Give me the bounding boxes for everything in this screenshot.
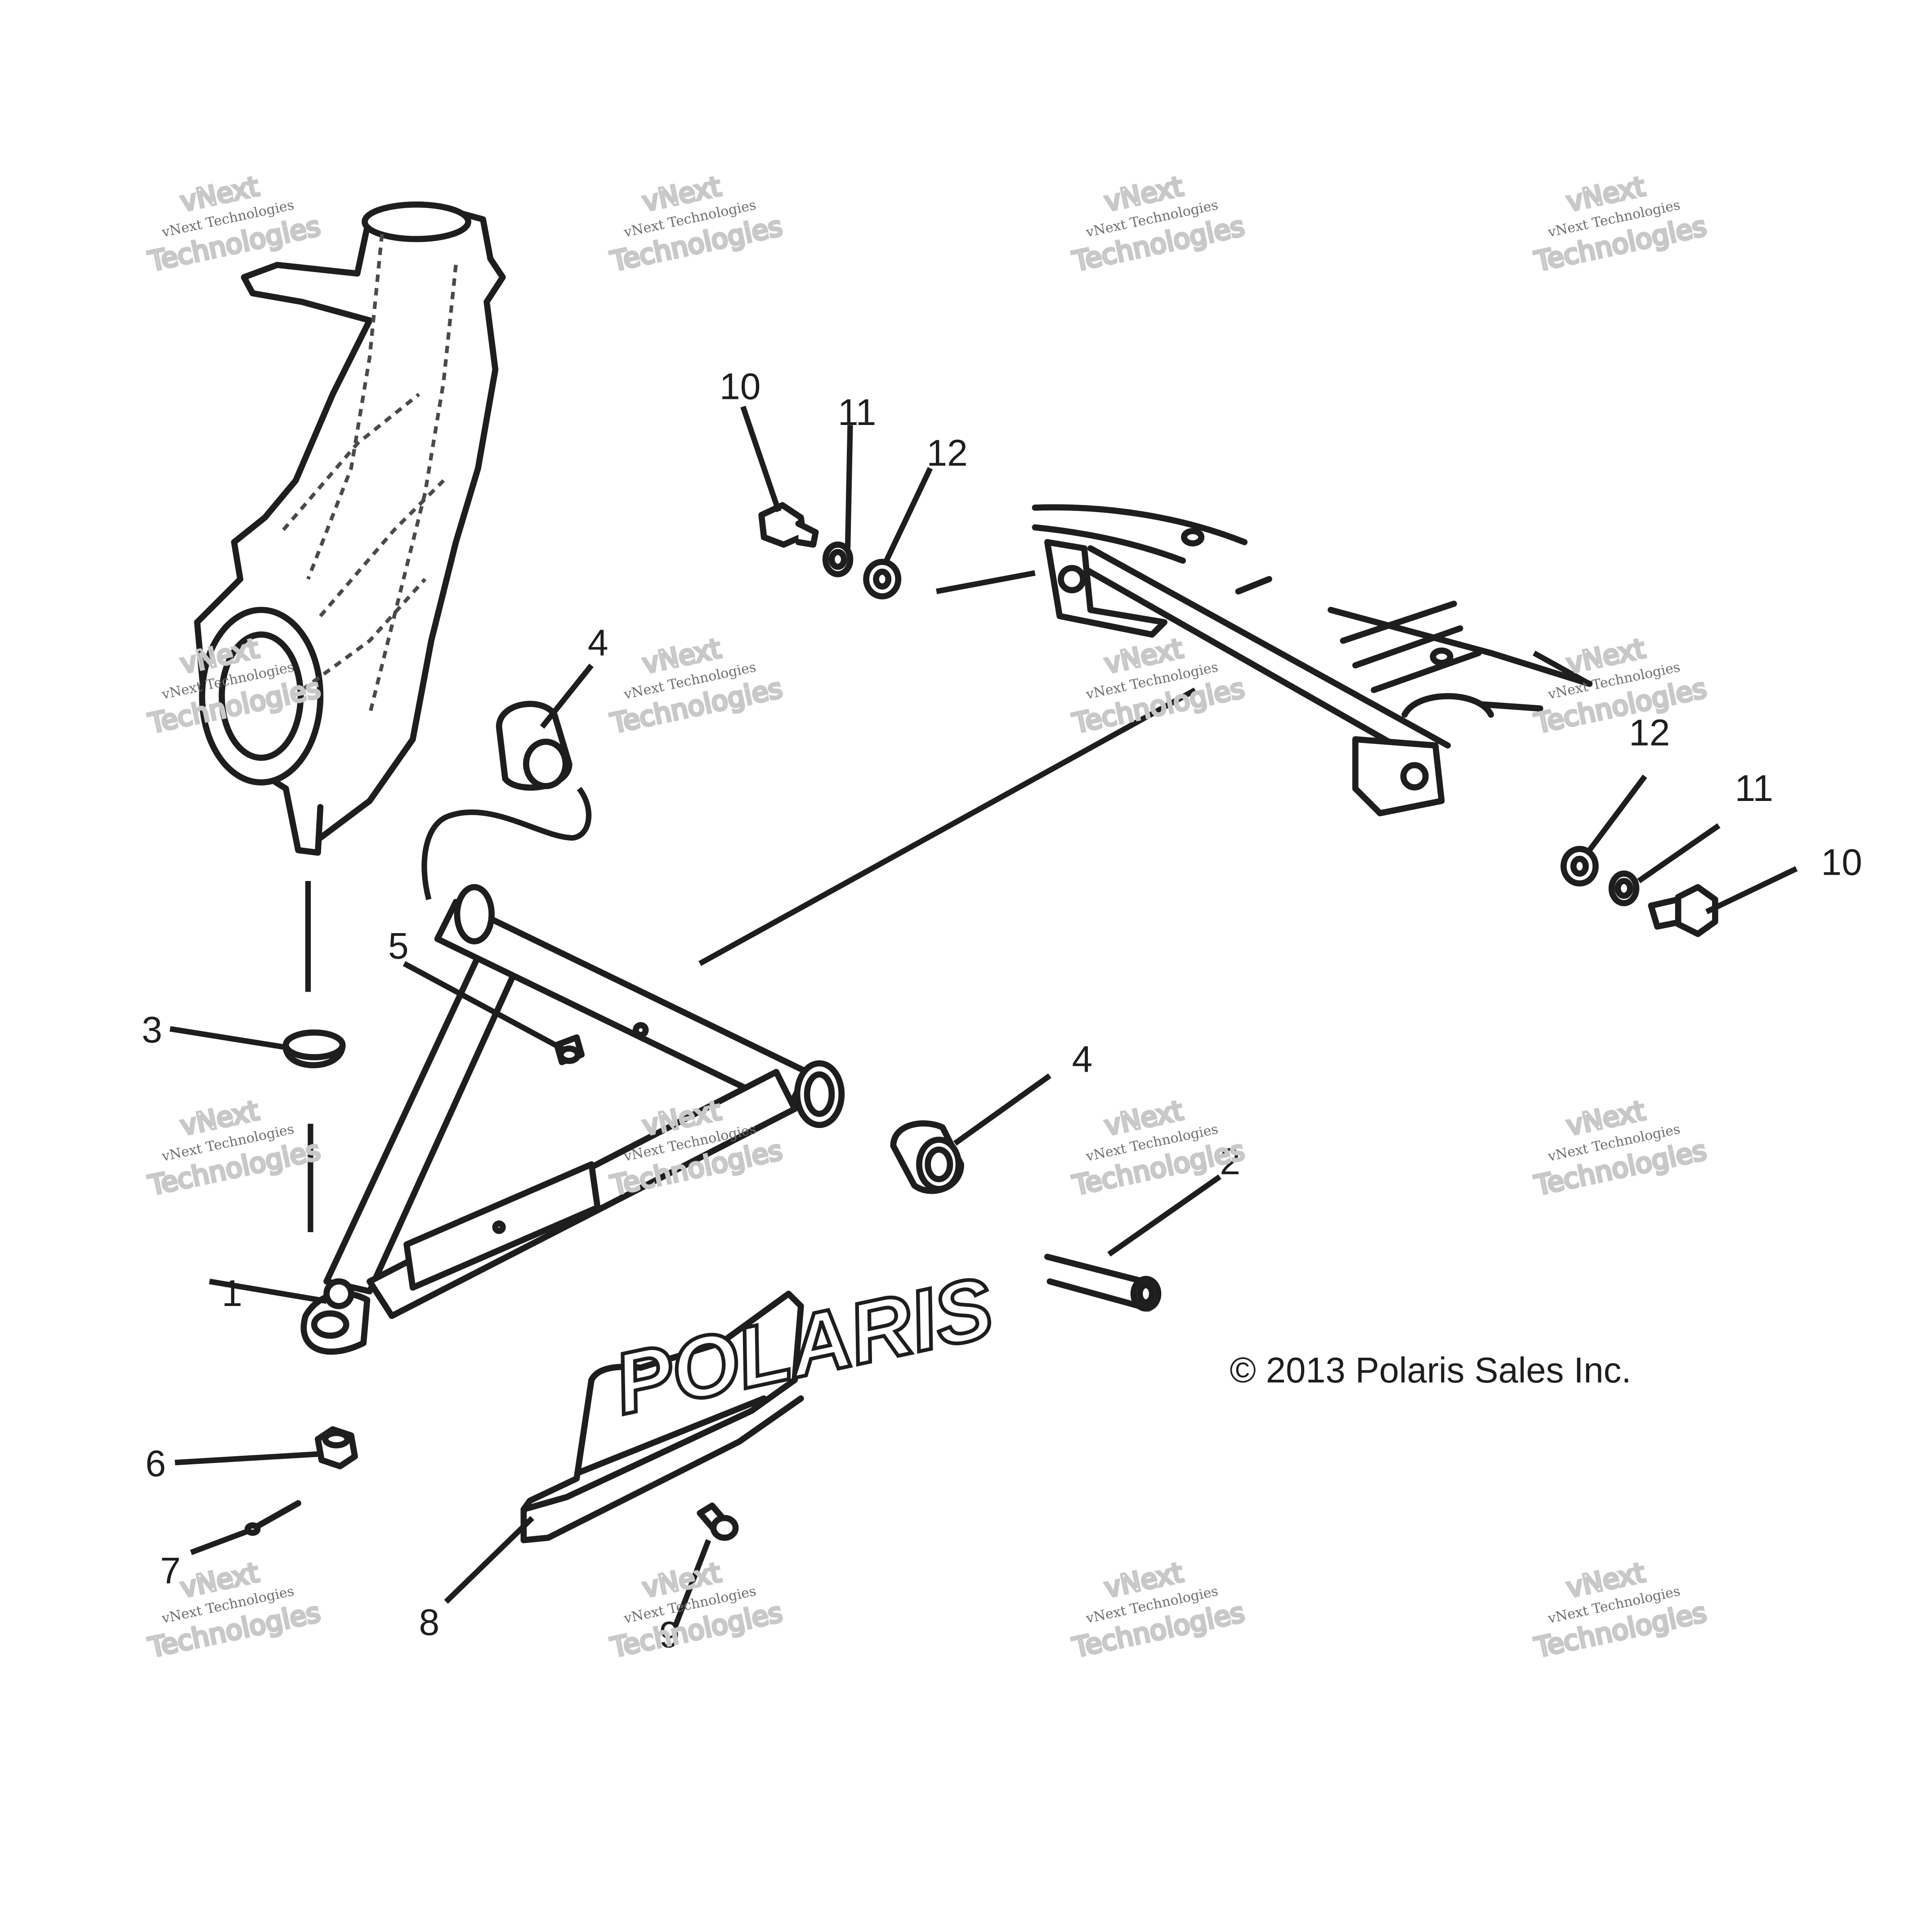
castle-nut	[315, 1426, 358, 1470]
callout-9: 9	[659, 1614, 680, 1655]
flat-washer-lower	[1560, 845, 1599, 887]
callout-8: 8	[419, 1602, 440, 1643]
grease-fitting	[554, 1034, 585, 1065]
callout-12-lower: 12	[1629, 713, 1670, 754]
callout-3: 3	[142, 1010, 162, 1051]
callout-11-upper: 11	[838, 392, 876, 433]
callout-11-lower: 11	[1735, 768, 1773, 809]
callout-10-lower: 10	[1821, 842, 1862, 883]
bushing-lower	[890, 1120, 964, 1194]
lock-washer-upper	[822, 541, 854, 577]
callout-7: 7	[160, 1551, 181, 1592]
callout-labels: 1 2 3 4 4 5 6 7 8 9 10 10 11 11 12 12	[142, 367, 1862, 1655]
pivot-tube	[1044, 1253, 1162, 1312]
callout-1: 1	[222, 1273, 242, 1314]
bushing-upper	[496, 701, 572, 791]
frame-crossmember	[1032, 504, 1593, 817]
callout-4-upper: 4	[588, 623, 608, 664]
callout-10-upper: 10	[720, 367, 760, 407]
flange-bolt-upper	[758, 502, 819, 548]
flange-bolt-guard	[697, 1503, 739, 1541]
callout-4-lower: 4	[1072, 1039, 1093, 1080]
ball-joint-cap	[282, 1029, 346, 1069]
flange-bolt-lower	[1648, 884, 1718, 937]
guard-logo-text: POLARIS	[606, 1258, 1001, 1433]
steering-knuckle	[194, 201, 506, 856]
callout-12-upper: 12	[926, 433, 967, 474]
leader-lines	[170, 406, 1798, 1628]
cotter-pin	[244, 1500, 301, 1536]
lock-washer-lower	[1608, 870, 1640, 907]
callout-6: 6	[145, 1443, 166, 1484]
callout-2: 2	[1220, 1141, 1240, 1182]
a-arm-guard: POLARIS	[520, 1257, 1003, 1543]
copyright-notice: © 2013 Polaris Sales Inc.	[1230, 1350, 1631, 1390]
a-arm	[300, 884, 845, 1355]
flat-washer-upper	[863, 559, 902, 599]
callout-5: 5	[388, 926, 409, 967]
